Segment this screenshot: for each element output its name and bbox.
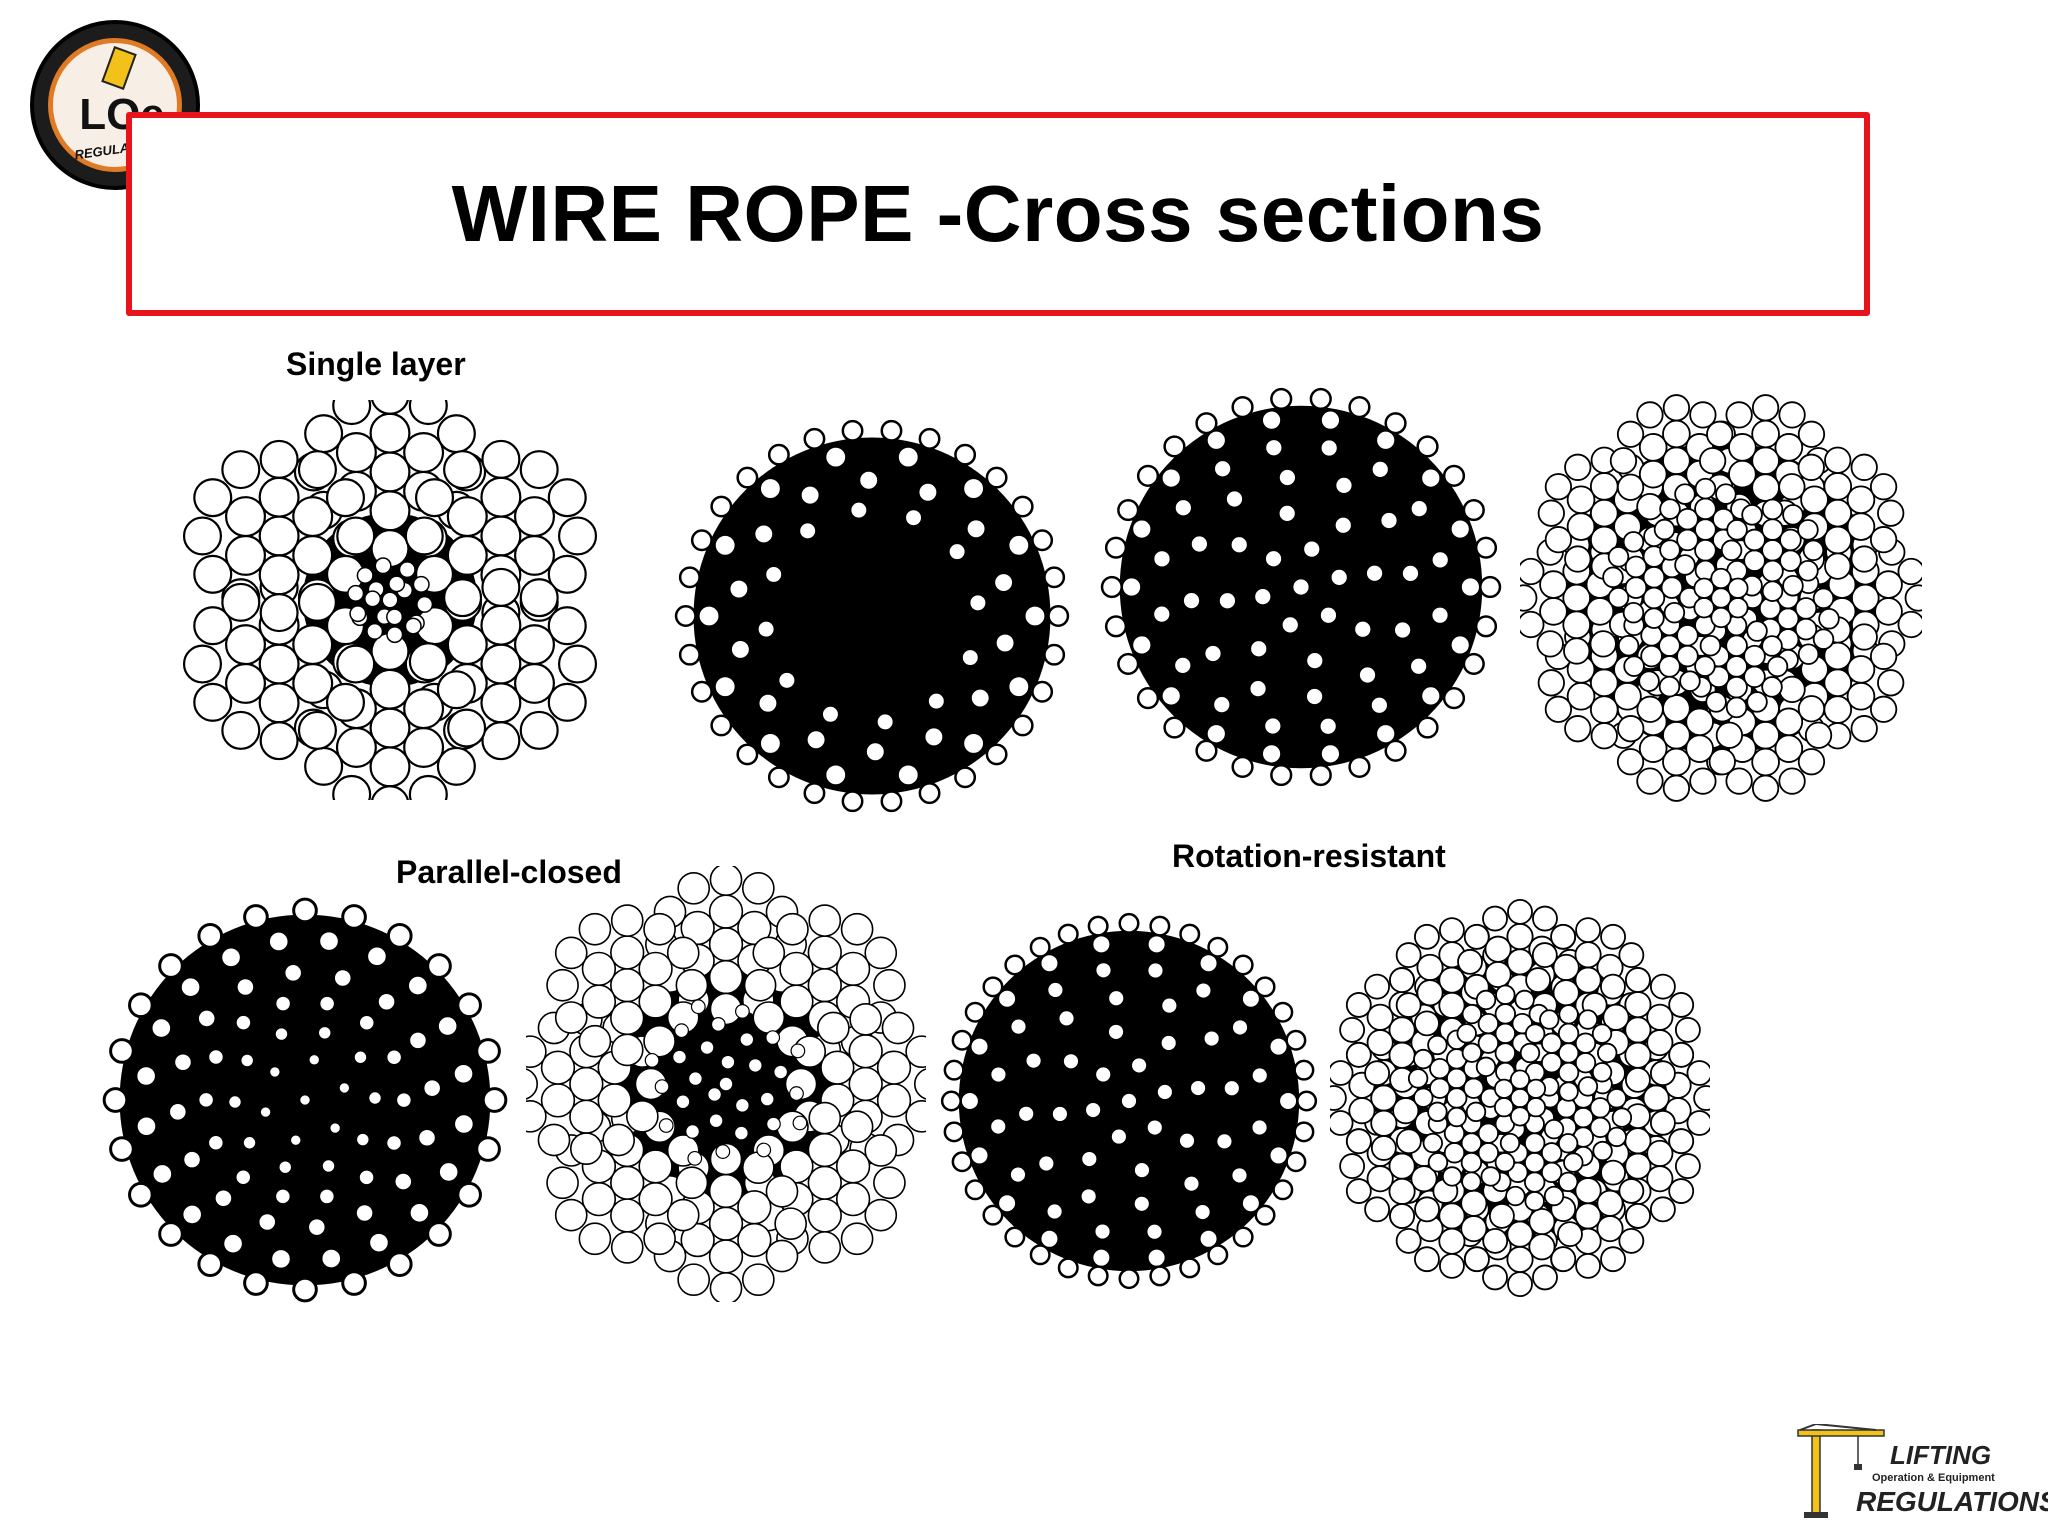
rope-cross-section-8 [1330,898,1710,1298]
rope-cross-section-2 [674,419,1070,813]
rope-cross-section-3 [1100,387,1502,787]
lifting-regulations-brand: LIFTING Operation & Equipment REGULATION… [1796,1424,2048,1524]
brand-line-1: LIFTING [1890,1440,1992,1470]
tower-crane-icon [1797,1424,1885,1518]
brand-line-2: Operation & Equipment [1872,1472,1995,1484]
rope-cross-section-7 [940,912,1318,1290]
label-rotation-resistant: Rotation-resistant [1172,838,1446,874]
label-single-layer: Single layer [286,346,466,382]
title-frame [126,112,1870,316]
crane-hook-icon [101,46,137,90]
rope-cross-section-4 [1520,394,1922,802]
brand-line-3: REGULATIONS [1856,1486,2048,1517]
label-parallel-closed: Parallel-closed [396,854,622,890]
page-title: WIRE ROPE -Cross sections [451,169,1545,258]
rope-cross-section-5 [102,897,508,1303]
rope-cross-section-1 [182,400,598,800]
rope-cross-section-6 [526,866,926,1302]
